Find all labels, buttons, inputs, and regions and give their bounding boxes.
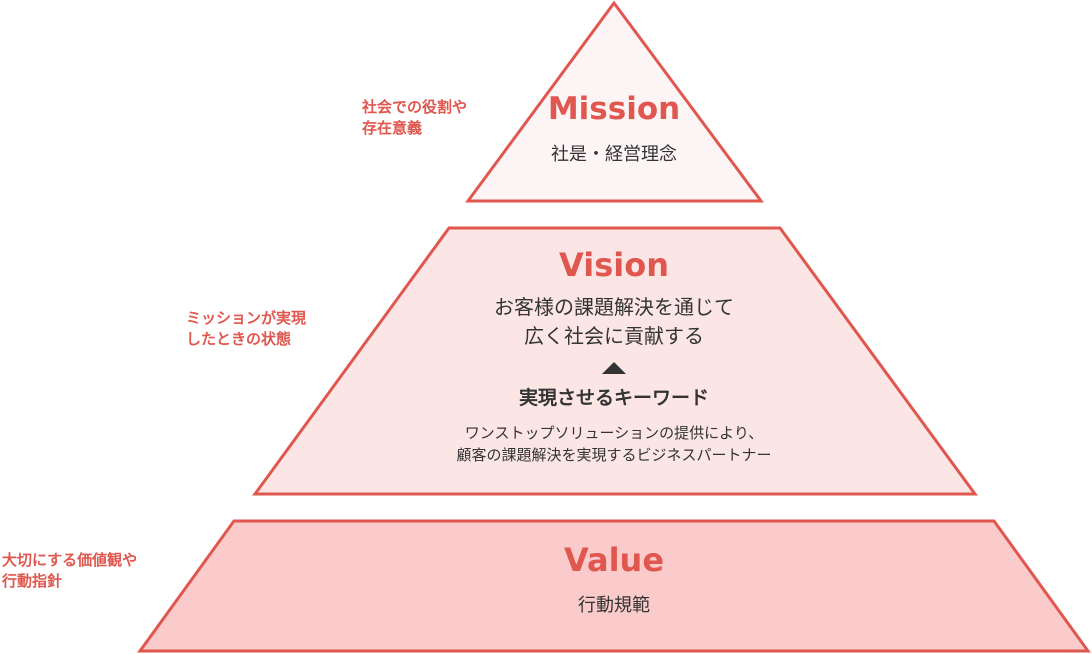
- vision-title: Vision: [559, 246, 669, 284]
- vision-side-label-line-2: したときの状態: [186, 330, 292, 348]
- value-side-label: 大切にする価値観や 行動指針: [2, 550, 137, 592]
- value-side-label-line-1: 大切にする価値観や: [2, 551, 138, 569]
- vision-side-label-line-1: ミッションが実現: [186, 309, 307, 327]
- keyword-text: ワンストップソリューションの提供により、 顧客の課題解決を実現するビジネスパート…: [456, 422, 771, 466]
- mission-subtitle: 社是・経営理念: [551, 144, 677, 165]
- vision-tier-shape: [252, 226, 978, 496]
- arrow-up-icon: [602, 362, 626, 374]
- mission-side-label: 社会での役割や 存在意義: [362, 97, 467, 139]
- value-tier-shape: [137, 519, 1091, 653]
- value-subtitle: 行動規範: [578, 595, 650, 616]
- value-side-label-line-2: 行動指針: [2, 572, 63, 590]
- mission-side-label-line-2: 存在意義: [362, 119, 423, 137]
- keyword-heading: 実現させるキーワード: [518, 387, 710, 409]
- vision-statement: お客様の課題解決を通じて 広く社会に貢献する: [494, 293, 734, 351]
- vision-side-label: ミッションが実現 したときの状態: [186, 308, 306, 350]
- vision-statement-line-2: 広く社会に貢献する: [524, 324, 704, 348]
- mission-side-label-line-1: 社会での役割や: [362, 98, 468, 116]
- value-title: Value: [563, 541, 665, 579]
- keyword-text-line-2: 顧客の課題解決を実現するビジネスパートナー: [456, 446, 772, 464]
- keyword-text-line-1: ワンストップソリューションの提供により、: [464, 424, 764, 442]
- mission-title: Mission: [547, 91, 681, 127]
- mission-tier-shape: [465, 0, 764, 203]
- vision-statement-line-1: お客様の課題解決を通じて: [494, 295, 734, 319]
